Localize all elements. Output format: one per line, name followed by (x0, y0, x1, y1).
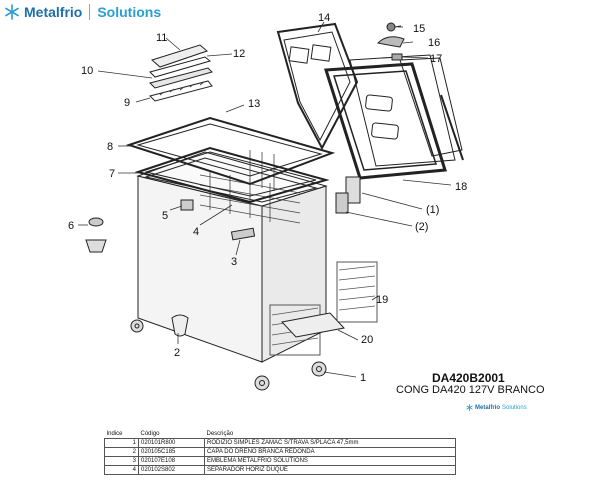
cabinet-body (136, 150, 328, 363)
row-index: 4 (104, 465, 139, 475)
callout-label: 15 (413, 23, 425, 35)
model-code: DA420B2001 (432, 371, 505, 385)
row-index: 3 (104, 456, 139, 466)
row-description: CAPA DO DRENO BRANCA REDONDA (204, 447, 456, 457)
callout-label: 14 (318, 12, 330, 24)
callout-label: 13 (248, 98, 260, 110)
drain-cap (171, 314, 189, 337)
header-descricao: Descrição (204, 430, 456, 439)
caster-wheels (130, 319, 327, 391)
brand-name: Metalfrio (24, 4, 83, 20)
row-index: 2 (104, 447, 139, 457)
header-codigo: Código (138, 430, 205, 439)
callout-label: 20 (361, 334, 373, 346)
row-code: 020105C185 (138, 447, 205, 457)
row-description: RODIZIO SIMPLES ZAMAC S/TRAVA S/PLACA 47… (204, 438, 456, 448)
callout-label: 5 (162, 210, 168, 222)
table-row: 3 020107E108 EMBLEMA METALFRIO SOLUTIONS (104, 456, 456, 466)
callout-label: 9 (124, 97, 130, 109)
small-brand-tagline: Solutions (502, 404, 527, 411)
row-code: 020101R800 (138, 438, 205, 448)
row-description: EMBLEMA METALFRIO SOLUTIONS (204, 456, 456, 466)
snowflake-icon (466, 404, 473, 411)
table-row: 1 020101R800 RODIZIO SIMPLES ZAMAC S/TRA… (104, 438, 456, 448)
callout-label: 2 (174, 347, 180, 359)
row-description: SEPARADOR HORIZ DUQUE (204, 465, 456, 475)
callout-label: 11 (156, 32, 167, 44)
lock-handle-hinge (335, 22, 405, 214)
table-row: 2 020105C185 CAPA DO DRENO BRANCA REDOND… (104, 447, 456, 457)
callout-label: (2) (415, 221, 428, 233)
row-code: 020107E108 (138, 456, 205, 466)
side-parts (85, 199, 378, 338)
callout-label: 16 (428, 37, 440, 49)
callout-label: 12 (233, 48, 245, 60)
row-code: 020102S802 (138, 465, 205, 475)
callout-label: 8 (107, 141, 113, 153)
callout-label: 7 (109, 168, 115, 180)
brand-logo: Metalfrio Solutions (4, 4, 161, 20)
lid-glass-panels (276, 22, 464, 180)
header-indice: Indice (104, 430, 139, 439)
table-header-row: Indice Código Descrição (104, 430, 456, 439)
callout-label: 18 (455, 181, 467, 193)
lid-frames (125, 116, 336, 204)
snowflake-icon (5, 4, 19, 20)
callout-label: 19 (376, 294, 388, 306)
leader-lines (78, 21, 452, 378)
callout-label: 1 (360, 372, 366, 384)
callout-labels: 11 12 10 9 14 15 16 17 13 8 7 6 5 4 3 18… (68, 12, 467, 384)
small-brand-name: Metalfrio (475, 404, 501, 411)
model-description: CONG DA420 127V BRANCO (396, 384, 545, 396)
small-brand-logo: Metalfrio Solutions (466, 404, 527, 411)
callout-label: 3 (231, 256, 237, 268)
table-row: 4 020102S802 SEPARADOR HORIZ DUQUE (104, 465, 456, 475)
row-index: 1 (104, 438, 139, 448)
separator-parts (149, 44, 213, 102)
brand-tagline: Solutions (97, 4, 162, 20)
parts-table: Indice Código Descrição 1 020101R800 ROD… (104, 430, 456, 475)
callout-label: 6 (68, 220, 74, 232)
callout-label: 10 (81, 65, 93, 77)
callout-label: 17 (430, 53, 442, 65)
callout-label: (1) (426, 204, 439, 216)
callout-label: 4 (193, 226, 199, 238)
brand-divider (89, 4, 91, 20)
